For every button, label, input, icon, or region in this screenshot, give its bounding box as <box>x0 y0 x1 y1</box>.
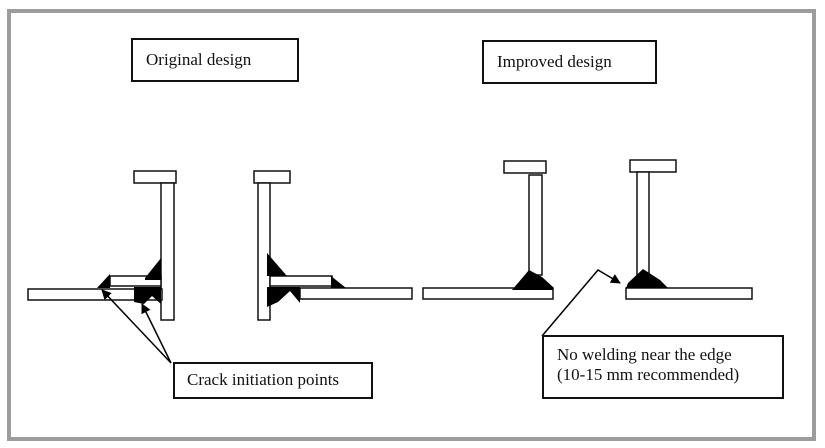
base-plate <box>27 288 163 301</box>
weld-fillet <box>512 270 553 290</box>
leader-arrow <box>141 303 172 364</box>
original-joint-left <box>27 170 177 321</box>
weld-fillet <box>97 274 110 288</box>
base-plate <box>625 287 753 300</box>
web-plate <box>528 174 543 276</box>
weld-fillet <box>145 258 161 280</box>
base-plate <box>422 287 554 300</box>
improved-design-text: Improved design <box>497 52 612 71</box>
edge-leader-line <box>541 269 621 337</box>
original-design-text: Original design <box>146 50 252 69</box>
improved-design-label: Improved design <box>482 40 657 84</box>
flange-plate <box>503 160 547 174</box>
web-plate <box>160 182 175 321</box>
crack-leader-lines <box>101 289 172 364</box>
base-plate <box>299 287 413 300</box>
flange-plate <box>133 170 177 184</box>
web-plate <box>257 182 271 321</box>
original-design-label: Original design <box>131 38 299 82</box>
flange-plate <box>253 170 291 184</box>
crack-initiation-label: Crack initiation points <box>173 362 373 399</box>
leader-arrow <box>541 269 621 337</box>
leader-arrow <box>101 289 172 364</box>
original-joint-right <box>253 170 413 321</box>
improved-joint-left <box>422 160 554 300</box>
web-plate <box>636 171 650 276</box>
weld-fillet <box>626 269 668 288</box>
crack-initiation-text: Crack initiation points <box>187 370 340 389</box>
recommended-distance-text: (10-15 mm recommended) <box>557 365 740 384</box>
weld-fillet <box>331 276 346 288</box>
flange-plate <box>629 159 677 173</box>
weld-fillet <box>134 287 161 304</box>
no-welding-text: No welding near the edge <box>557 345 732 364</box>
improved-joint-right <box>625 159 753 300</box>
doubler-plate <box>269 275 333 287</box>
weld-fillet <box>267 287 300 307</box>
no-welding-note: No welding near the edge (10-15 mm recom… <box>542 335 784 399</box>
weld-fillet <box>267 253 287 276</box>
